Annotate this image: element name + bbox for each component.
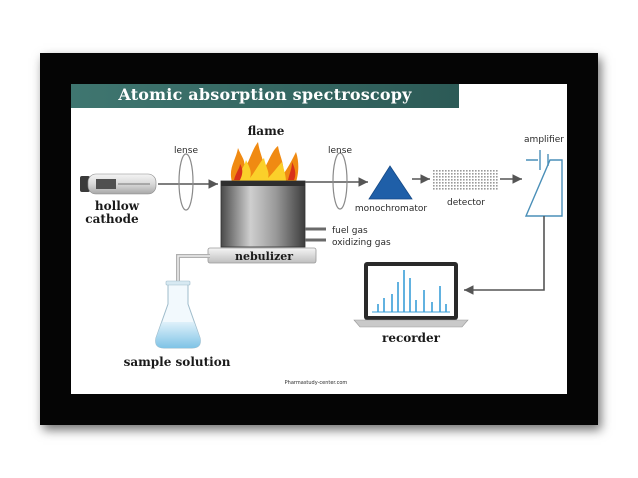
sample-solution-label: sample solution [124, 355, 231, 369]
monochromator-prism-icon [368, 165, 413, 200]
fuel-gas-label: fuel gas [332, 226, 368, 236]
lens-icon [178, 153, 194, 211]
spectrum-plot [372, 270, 450, 313]
title-bar: Atomic absorption spectroscopy [71, 84, 459, 108]
amplifier-icon [524, 150, 563, 217]
monochromator-label: monochromator [355, 204, 427, 214]
page-title: Atomic absorption spectroscopy [118, 85, 412, 104]
laptop-icon [353, 262, 469, 328]
detector-label: detector [447, 198, 485, 208]
watermark: Pharmastudy-center.com [285, 380, 348, 386]
nebulizer-label: nebulizer [235, 250, 293, 263]
lens-icon [332, 152, 348, 210]
hollow-cathode-label-line1: hollow [95, 199, 140, 213]
hollow-cathode-label-line2: cathode [85, 212, 139, 226]
flame-label: flame [248, 124, 285, 138]
flask-icon [155, 280, 201, 349]
flame-icon [230, 142, 299, 182]
signal-arrow-to-recorder [464, 216, 545, 295]
hollow-cathode-lamp-icon [80, 173, 157, 195]
lense-right-label: lense [328, 146, 352, 156]
recorder-label: recorder [382, 331, 441, 345]
detector-grid-icon [433, 170, 498, 190]
lense-left-label: lense [174, 146, 198, 156]
burner-icon [220, 180, 306, 248]
oxidizing-gas-label: oxidizing gas [332, 238, 391, 248]
amplifier-label: amplifier [524, 135, 564, 145]
